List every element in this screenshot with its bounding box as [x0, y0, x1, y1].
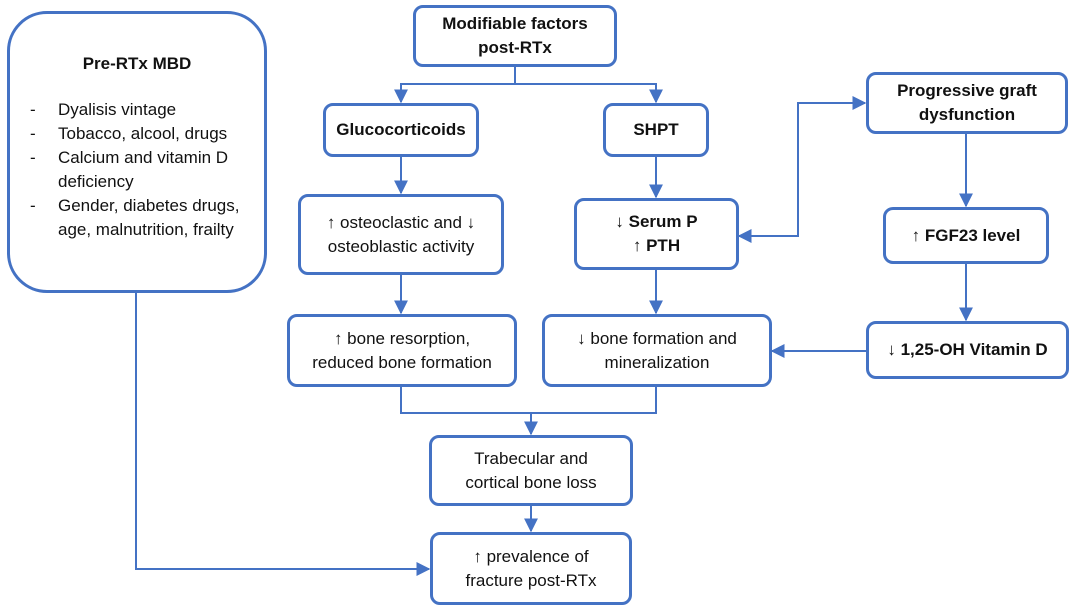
connector-serum-progressive: [737, 96, 867, 243]
node-line: cortical bone loss: [465, 472, 597, 492]
bone-formation-box: ↓ bone formation and mineralization: [542, 314, 772, 387]
node-line: ↑ osteoclastic and ↓: [326, 212, 476, 232]
node-line: ↓ bone formation and: [577, 328, 737, 348]
node-line: reduced bone formation: [312, 352, 492, 372]
connector-pre-prevalence: [135, 293, 431, 576]
progressive-graft-dysfunction-box: Progressive graft dysfunction: [866, 72, 1068, 134]
node-line: dysfunction: [918, 105, 1016, 124]
fgf23-level-box: ↑ FGF23 level: [883, 207, 1049, 264]
connector-split-shpt: [515, 83, 663, 104]
pre-rtx-mbd-box: Pre-RTx MBD Dyalisis vintage Tobacco, al…: [7, 11, 267, 293]
node-line: osteoblastic activity: [327, 236, 475, 256]
node-line: ↑ bone resorption,: [333, 328, 471, 348]
connector-resorption-merge: [400, 387, 657, 414]
node-line: ↑ PTH: [632, 236, 681, 255]
connector-modifiable-split: [394, 66, 516, 104]
node-line: fracture post-RTx: [465, 570, 597, 590]
pre-rtx-mbd-list: Dyalisis vintage Tobacco, alcool, drugs …: [28, 98, 246, 242]
node-line: post-RTx: [478, 38, 552, 57]
pre-rtx-mbd-title: Pre-RTx MBD: [82, 54, 192, 73]
trabecular-bone-loss-box: Trabecular and cortical bone loss: [429, 435, 633, 506]
list-item: Tobacco, alcool, drugs: [28, 122, 246, 146]
glucocorticoids-box: Glucocorticoids: [323, 103, 479, 157]
node-line: ↑ FGF23 level: [911, 225, 1021, 245]
list-item: Calcium and vitamin D deficiency: [28, 146, 246, 194]
prevalence-fracture-box: ↑ prevalence of fracture post-RTx: [430, 532, 632, 605]
node-line: Glucocorticoids: [336, 120, 466, 139]
shpt-box: SHPT: [603, 103, 709, 157]
bone-resorption-box: ↑ bone resorption, reduced bone formatio…: [287, 314, 517, 387]
node-line: ↑ prevalence of: [473, 546, 589, 566]
node-line: mineralization: [604, 352, 710, 372]
modifiable-factors-box: Modifiable factors post-RTx: [413, 5, 617, 67]
node-line: SHPT: [633, 120, 679, 139]
node-line: Modifiable factors: [442, 14, 588, 33]
node-line: ↓ Serum P: [615, 212, 698, 231]
serum-p-pth-box: ↓ Serum P ↑ PTH: [574, 198, 739, 270]
osteoclastic-activity-box: ↑ osteoclastic and ↓ osteoblastic activi…: [298, 194, 504, 275]
list-item: Gender, diabetes drugs, age, malnutritio…: [28, 194, 246, 242]
node-line: Trabecular and: [474, 448, 588, 468]
node-line: Progressive graft: [897, 81, 1037, 100]
vitamin-d-box: ↓ 1,25-OH Vitamin D: [866, 321, 1069, 379]
node-line: ↓ 1,25-OH Vitamin D: [887, 340, 1048, 359]
list-item: Dyalisis vintage: [28, 98, 246, 122]
